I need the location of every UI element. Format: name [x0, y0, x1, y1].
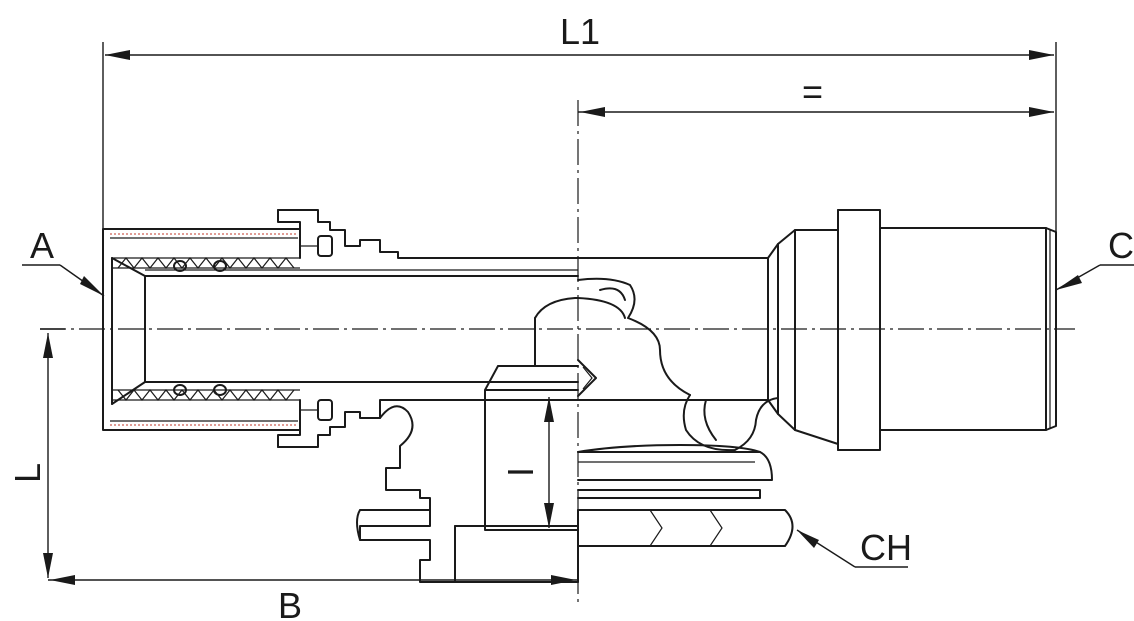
label-equal: =: [802, 71, 823, 112]
dimension-equal: =: [578, 71, 1054, 117]
left-press-fitting: [102, 209, 579, 448]
hex-size-callout: CH: [796, 527, 912, 568]
label-base-length: B: [278, 585, 302, 621]
label-inner-height: I: [500, 467, 541, 477]
label-height: L: [7, 463, 48, 483]
dimension-i: I: [500, 397, 554, 528]
label-l1: L1: [560, 11, 600, 52]
valve-body-section: [534, 277, 794, 583]
dimension-b: B: [48, 575, 578, 621]
label-port-a: A: [30, 225, 54, 266]
dimension-l: L: [7, 328, 65, 578]
lower-branch-body: [356, 365, 579, 583]
dimension-l1: L1: [102, 11, 1057, 232]
label-port-c: C: [1108, 225, 1134, 266]
port-a-callout: A: [22, 225, 105, 297]
label-hex-size: CH: [860, 527, 912, 568]
port-c-callout: C: [1055, 225, 1134, 291]
right-press-fitting: [577, 209, 1057, 451]
